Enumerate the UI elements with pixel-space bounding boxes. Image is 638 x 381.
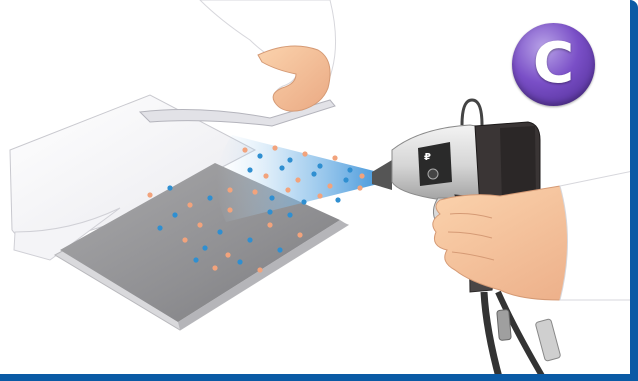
negative-ion (317, 163, 322, 168)
negative-ion (277, 247, 282, 252)
positive-ion (197, 222, 202, 227)
positive-ion (327, 183, 332, 188)
positive-ion (295, 177, 300, 182)
svg-text:₽: ₽ (424, 152, 431, 163)
negative-ion (335, 197, 340, 202)
negative-ion (237, 259, 242, 264)
negative-ion (311, 171, 316, 176)
negative-ion (343, 177, 348, 182)
positive-ion (242, 147, 247, 152)
negative-ion (193, 257, 198, 262)
negative-ion (279, 165, 284, 170)
negative-ion (301, 199, 306, 204)
negative-ion (267, 209, 272, 214)
positive-ion (317, 193, 322, 198)
positive-ion (272, 145, 277, 150)
positive-ion (257, 267, 262, 272)
positive-ion (357, 185, 362, 190)
negative-ion (207, 195, 212, 200)
positive-ion (252, 189, 257, 194)
positive-ion (263, 173, 268, 178)
positive-ion (225, 252, 230, 257)
frame-border-bottom (0, 374, 638, 381)
positive-ion (267, 222, 272, 227)
positive-ion (332, 155, 337, 160)
step-letter: C (533, 36, 574, 92)
positive-ion (227, 187, 232, 192)
positive-ion (147, 192, 152, 197)
positive-ion (182, 237, 187, 242)
step-badge: C (512, 23, 595, 106)
negative-ion (257, 153, 262, 158)
negative-ion (157, 225, 162, 230)
negative-ion (347, 167, 352, 172)
negative-ion (167, 185, 172, 190)
positive-ion (187, 202, 192, 207)
negative-ion (269, 195, 274, 200)
positive-ion (212, 265, 217, 270)
positive-ion (297, 232, 302, 237)
negative-ion (287, 157, 292, 162)
positive-ion (302, 151, 307, 156)
negative-ion (217, 229, 222, 234)
negative-ion (172, 212, 177, 217)
negative-ion (287, 212, 292, 217)
frame-border-right (630, 0, 638, 381)
positive-ion (285, 187, 290, 192)
positive-ion (227, 207, 232, 212)
negative-ion (247, 167, 252, 172)
positive-ion (359, 173, 364, 178)
negative-ion (202, 245, 207, 250)
negative-ion (247, 237, 252, 242)
